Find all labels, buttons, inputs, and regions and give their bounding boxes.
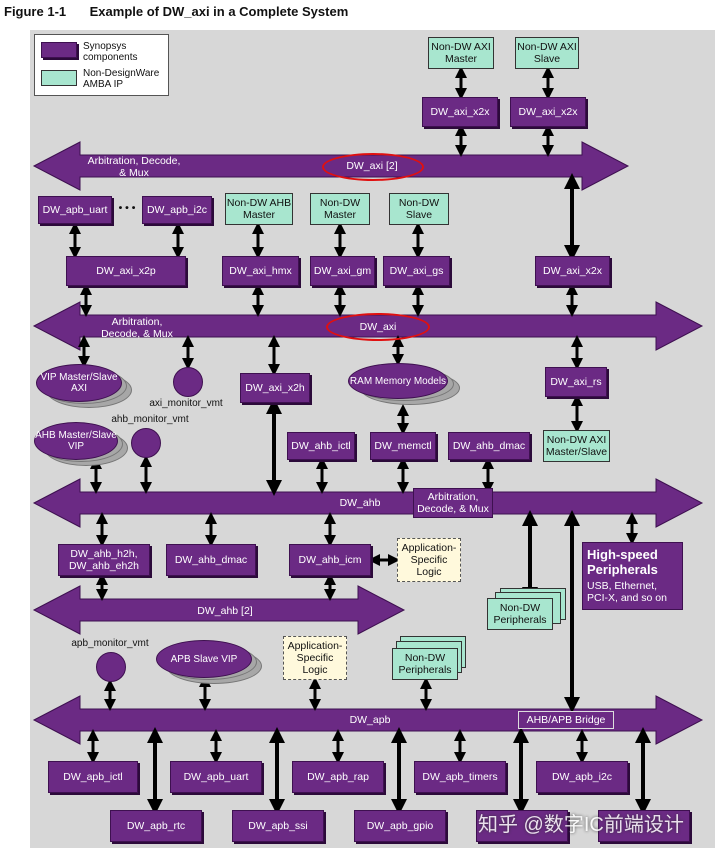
row8-apb-extra-1: [476, 810, 568, 842]
row3-x2p: DW_axi_x2p: [66, 256, 186, 286]
row4-rs: DW_axi_rs: [545, 367, 607, 397]
row7-apb-i2c: DW_apb_i2c: [536, 761, 628, 793]
apb-bus-name: DW_apb: [349, 714, 391, 726]
row2-ellipsis: • • •: [118, 202, 136, 214]
axi2-arbitration-label: Arbitration, Decode, & Mux: [87, 155, 181, 179]
row3-hmx: DW_axi_hmx: [222, 256, 299, 286]
ahb-apb-bridge: AHB/APB Bridge: [518, 711, 614, 729]
hsp-subtitle: USB, Ethernet, PCI-X, and so on: [587, 580, 667, 604]
row3-gs: DW_axi_gs: [383, 256, 450, 286]
row3-x2x: DW_axi_x2x: [535, 256, 610, 286]
row7-apb-rap: DW_apb_rap: [292, 761, 384, 793]
legend-nondw-swatch: [41, 70, 77, 86]
row5-ahb-icm: DW_ahb_icm: [289, 544, 371, 576]
axi-monitor-label: axi_monitor_vmt: [149, 398, 223, 409]
figure-caption: Figure 1-1 Example of DW_axi in a Comple…: [4, 4, 348, 19]
ahb2-bus-name: DW_ahb [2]: [197, 605, 253, 617]
apb-slave-vip: APB Slave VIP: [156, 640, 252, 678]
axi-monitor-circle: [173, 367, 203, 397]
row2-ahb-master: Non-DW AHB Master: [225, 193, 293, 225]
axi-arbitration-label: Arbitration, Decode, & Mux: [101, 316, 173, 340]
bus-dw-apb: [32, 695, 704, 745]
row7-apb-uart: DW_apb_uart: [170, 761, 262, 793]
legend-synopsys-label: Synopsys components: [83, 41, 138, 63]
legend: Synopsys components Non-DesignWare AMBA …: [34, 34, 169, 96]
axi2-highlight-ring: [322, 153, 424, 181]
arrow-group: [69, 66, 651, 815]
top-axi-slave: Non-DW AXI Slave: [515, 37, 579, 69]
apb-monitor-label: apb_monitor_vmt: [71, 638, 149, 649]
row4-x2h: DW_axi_x2h: [240, 373, 310, 403]
axi-highlight-ring: [326, 313, 430, 341]
row5-app-logic: Application- Specific Logic: [397, 538, 461, 582]
row8-apb-rtc: DW_apb_rtc: [110, 810, 202, 842]
row5-nondw-peripherals: Non-DW Peripherals: [487, 598, 553, 630]
top-x2x-right: DW_axi_x2x: [510, 97, 586, 127]
bus-dw-ahb: [32, 478, 704, 528]
row3-gm: DW_axi_gm: [310, 256, 375, 286]
row8-apb-ssi: DW_apb_ssi: [232, 810, 324, 842]
bus-dw-ahb-2: [32, 585, 406, 635]
row4-memctl: DW_memctl: [370, 432, 436, 460]
row4-ahb-ictl: DW_ahb_ictl: [287, 432, 355, 460]
row4-axi-master-slave: Non-DW AXI Master/Slave: [543, 430, 610, 462]
ahb-monitor-circle: [131, 428, 161, 458]
ahb-arbitration-box: Arbitration, Decode, & Mux: [413, 488, 493, 518]
row8-apb-extra-2: [598, 810, 690, 842]
row2-nondw-slave: Non-DW Slave: [389, 193, 449, 225]
row4-ahb-dmac: DW_ahb_dmac: [448, 432, 530, 460]
row2-apb-i2c: DW_apb_i2c: [142, 196, 212, 224]
row5-ahb-dmac: DW_ahb_dmac: [166, 544, 256, 576]
row2-nondw-master: Non-DW Master: [310, 193, 370, 225]
apb-monitor-circle: [96, 652, 126, 682]
vip-axi: VIP Master/Slave AXI: [36, 364, 122, 402]
figure-number: Figure 1-1: [4, 4, 67, 19]
row7-apb-ictl: DW_apb_ictl: [48, 761, 138, 793]
legend-synopsys-swatch: [41, 42, 77, 58]
ahb-vip: AHB Master/Slave VIP: [34, 422, 118, 460]
watermark: 知乎 @数字IC前端设计: [478, 814, 684, 836]
row5-h2h: DW_ahb_h2h, DW_ahb_eh2h: [58, 544, 150, 576]
row7-apb-timers: DW_apb_timers: [414, 761, 506, 793]
row6-app-logic: Application- Specific Logic: [283, 636, 347, 680]
top-x2x-left: DW_axi_x2x: [422, 97, 498, 127]
legend-nondw-label: Non-DesignWare AMBA IP: [83, 68, 160, 90]
hsp-title: High-speed Peripherals: [587, 547, 658, 577]
row6-nondw-peripherals: Non-DW Peripherals: [392, 648, 458, 680]
ahb-monitor-label: ahb_monitor_vmt: [111, 414, 189, 425]
row8-apb-gpio: DW_apb_gpio: [354, 810, 446, 842]
ahb-bus-name: DW_ahb: [339, 497, 381, 509]
high-speed-peripherals: High-speed Peripherals USB, Ethernet, PC…: [582, 542, 683, 610]
figure-title: Example of DW_axi in a Complete System: [89, 4, 349, 19]
ram-memory-models: RAM Memory Models: [348, 363, 448, 399]
row2-apb-uart: DW_apb_uart: [38, 196, 112, 224]
top-axi-master: Non-DW AXI Master: [428, 37, 494, 69]
